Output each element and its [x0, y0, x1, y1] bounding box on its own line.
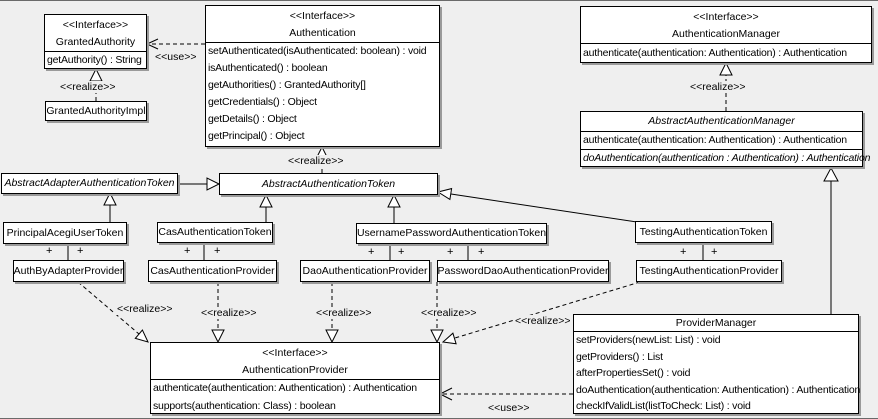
class-abstract-authentication-manager[interactable]: AbstractAuthenticationManager authentica…: [580, 111, 871, 167]
association-end-label: +: [398, 246, 405, 258]
class-name: AuthenticationProvider: [242, 364, 348, 376]
method-item: authenticate(authentication: Authenticat…: [583, 47, 847, 59]
class-dao-authentication-provider[interactable]: DaoAuthenticationProvider: [300, 260, 430, 282]
method-item: authenticate(authentication: Authenticat…: [581, 132, 862, 150]
method-item: doAuthentication(authentication: Authent…: [576, 383, 861, 396]
realize-label: <<realize>>: [688, 81, 748, 93]
association-end-label: +: [214, 245, 221, 257]
method-item: getPrincipal() : Object: [208, 130, 305, 142]
class-name: DaoAuthenticationProvider: [302, 264, 428, 277]
class-header: AbstractAuthenticationManager: [581, 112, 862, 132]
realize-label: <<realize>>: [58, 81, 118, 93]
class-name: AuthenticationManager: [672, 28, 780, 40]
generalization-arrow: [103, 166, 839, 314]
class-name: AbstractAuthenticationManager: [648, 115, 795, 127]
class-granted-authority[interactable]: <<Interface>> GrantedAuthority getAuthor…: [44, 14, 147, 69]
use-label: <<use>>: [153, 51, 199, 63]
class-name: TestingAuthenticationToken: [639, 225, 768, 238]
realize-label: <<realize>>: [199, 307, 259, 319]
class-name: PasswordDaoAuthenticationProvider: [437, 264, 609, 277]
stereotype-label: <<Interface>>: [262, 347, 328, 359]
class-name: GrantedAuthority: [55, 36, 136, 48]
stereotype-label: <<Interface>>: [62, 19, 129, 31]
method-item: getAuthorities() : GrantedAuthority[]: [208, 79, 366, 91]
realize-label: <<realize>>: [314, 307, 374, 319]
class-name: AuthByAdapterProvider: [13, 264, 124, 277]
method-item: setAuthenticated(isAuthenticated: boolea…: [208, 45, 427, 57]
stereotype-label: <<Interface>>: [693, 11, 759, 23]
class-name: AbstractAuthenticationToken: [261, 177, 396, 190]
association-end-label: +: [680, 246, 687, 258]
association-end-label: +: [77, 245, 84, 257]
class-authentication[interactable]: <<Interface>> Authentication setAuthenti…: [205, 5, 440, 147]
realize-label: <<realize>>: [419, 307, 479, 319]
realize-label: <<realize>>: [115, 303, 175, 315]
association-line: [67, 243, 704, 260]
method-item: isAuthenticated() : boolean: [208, 62, 328, 74]
use-label: <<use>>: [486, 402, 532, 414]
class-granted-authority-impl[interactable]: GrantedAuthorityImpl: [45, 101, 147, 121]
class-testing-authentication-provider[interactable]: TestingAuthenticationProvider: [636, 260, 782, 282]
association-end-label: +: [46, 245, 53, 257]
method-item: checkIfValidList(listToCheck: List) : vo…: [576, 400, 751, 413]
class-auth-by-adapter-provider[interactable]: AuthByAdapterProvider: [13, 260, 124, 282]
realize-label: <<realize>>: [286, 155, 346, 167]
class-abstract-authentication-token[interactable]: AbstractAuthenticationToken: [219, 173, 438, 195]
use-arrow: [145, 38, 573, 401]
method-item: afterPropertiesSet() : void: [576, 367, 691, 380]
class-header: <<Interface>> GrantedAuthority: [45, 15, 146, 52]
class-header: <<Interface>> AuthenticationProvider: [151, 343, 439, 380]
class-name: Authentication: [289, 27, 356, 39]
class-cas-authentication-token[interactable]: CasAuthenticationToken: [157, 222, 273, 243]
class-cas-authentication-provider[interactable]: CasAuthenticationProvider: [148, 260, 277, 282]
class-provider-manager[interactable]: ProviderManager setProviders(newList: Li…: [573, 314, 861, 414]
class-header: ProviderManager: [574, 315, 858, 332]
class-testing-authentication-token[interactable]: TestingAuthenticationToken: [635, 221, 772, 243]
association-end-label: +: [711, 246, 718, 258]
class-password-dao-authentication-provider[interactable]: PasswordDaoAuthenticationProvider: [437, 260, 609, 282]
method-item: getCredentials() : Object: [208, 96, 317, 108]
method-item: authenticate(authentication: Authenticat…: [153, 382, 417, 394]
method-item: doAuthentication(authentication : Authen…: [583, 152, 871, 164]
association-end-label: +: [368, 246, 375, 258]
association-end-label: +: [478, 246, 485, 258]
class-header: <<Interface>> Authentication: [206, 6, 439, 43]
class-header: <<Interface>> AuthenticationManager: [581, 7, 871, 44]
association-end-label: +: [184, 245, 191, 257]
association-end-label: +: [447, 246, 454, 258]
class-name: CasAuthenticationProvider: [150, 264, 275, 277]
method-item: getAuthority() : String: [47, 54, 142, 66]
class-name: TestingAuthenticationProvider: [639, 264, 779, 277]
class-name: AbstractAdapterAuthenticationToken: [4, 177, 175, 189]
method-item: setProviders(newList: List) : void: [576, 334, 721, 346]
method-item: getProviders() : List: [576, 350, 663, 363]
stereotype-label: <<Interface>>: [289, 10, 356, 22]
method-item: getDetails() : Object: [208, 113, 297, 125]
class-name: UsernamePasswordAuthenticationToken: [356, 227, 547, 239]
class-name: GrantedAuthorityImpl: [46, 104, 146, 117]
method-item: supports(authentication: Class) : boolea…: [153, 399, 336, 412]
class-abstract-adapter-authentication-token[interactable]: AbstractAdapterAuthenticationToken: [1, 173, 178, 194]
class-name: ProviderManager: [675, 317, 757, 329]
class-authentication-manager[interactable]: <<Interface>> AuthenticationManager auth…: [580, 6, 872, 63]
realize-label: <<realize>>: [513, 315, 573, 327]
class-principal-acegi-user-token[interactable]: PrincipalAcegiUserToken: [3, 222, 127, 244]
class-username-password-authentication-token[interactable]: UsernamePasswordAuthenticationToken: [356, 223, 547, 244]
class-name: PrincipalAcegiUserToken: [6, 226, 124, 239]
class-name: CasAuthenticationToken: [158, 226, 272, 238]
class-authentication-provider[interactable]: <<Interface>> AuthenticationProvider aut…: [150, 342, 440, 414]
